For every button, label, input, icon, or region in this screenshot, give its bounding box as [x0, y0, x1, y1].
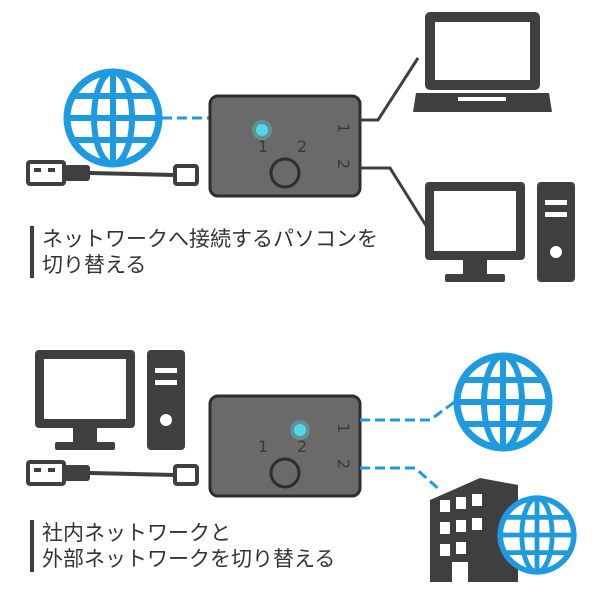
top-globe-icon	[67, 72, 159, 164]
top-selector-label-1: 1	[258, 137, 268, 156]
top-caption-line-1: ネットワークへ接続するパソコンを	[42, 227, 378, 251]
top-usb-plug-icon	[26, 160, 92, 186]
bottom-selector-button	[269, 457, 301, 489]
bottom-selector-label-2: 2	[297, 437, 307, 456]
bottom-desktop-pc-icon	[35, 350, 185, 450]
bottom-selector-label-1: 1	[258, 437, 268, 456]
bottom-link-port2-building	[360, 466, 441, 492]
bottom-caption-line-1: 社内ネットワークと	[42, 521, 231, 545]
bottom-port-label-1: 1	[334, 423, 353, 433]
bottom-usb-plug-icon	[26, 460, 92, 486]
bottom-globe-icon	[457, 356, 549, 448]
bottom-port-label-2: 2	[334, 459, 353, 469]
top-link-port1-laptop	[360, 57, 420, 122]
top-usb-cable	[89, 171, 176, 177]
top-led-indicator	[256, 124, 268, 136]
top-selector-label-2: 2	[297, 137, 307, 156]
bottom-caption: 社内ネットワークと 外部ネットワークを切り替える	[30, 520, 335, 572]
top-switch-box	[208, 94, 362, 198]
top-caption: ネットワークへ接続するパソコンを 切り替える	[30, 226, 378, 278]
bottom-caption-line-2: 外部ネットワークを切り替える	[42, 547, 336, 571]
office-globe-icon	[500, 498, 574, 572]
office-building-icon	[430, 478, 518, 582]
top-port-label-2: 2	[334, 159, 353, 169]
top-usb-plug-end	[173, 164, 199, 186]
bottom-switch-box	[208, 394, 362, 498]
bottom-link-port1-globe	[360, 396, 461, 422]
top-selector-button	[269, 157, 301, 189]
top-caption-line-2: 切り替える	[42, 253, 147, 277]
top-desktop-pc-icon	[425, 182, 575, 282]
bottom-usb-plug-end	[173, 464, 199, 486]
top-port-label-1: 1	[334, 123, 353, 133]
bottom-usb-cable	[89, 471, 176, 477]
bottom-led-indicator	[294, 424, 306, 436]
top-link-port2-desktop	[360, 166, 432, 233]
laptop-icon	[413, 12, 552, 112]
